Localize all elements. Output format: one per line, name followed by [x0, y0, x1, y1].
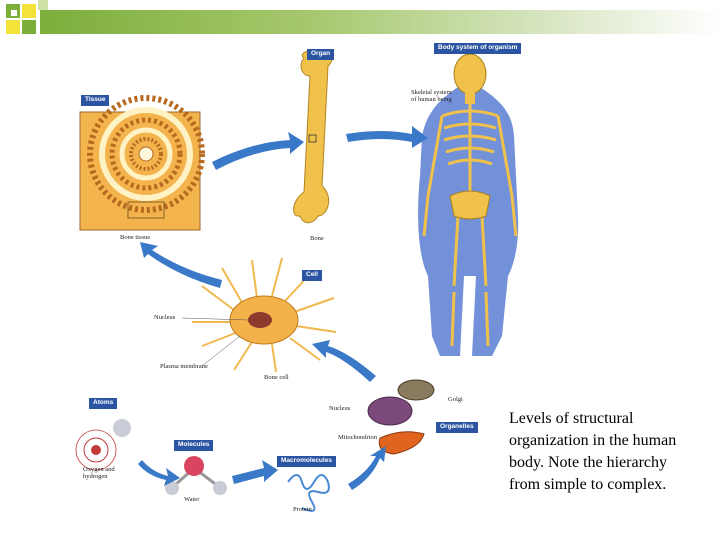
label-body-system: Body system of organism [434, 43, 522, 54]
arrow-organelles-to-cell [312, 340, 376, 382]
label-macromolecules: Macromolecules [277, 456, 336, 467]
caption-skeletal-system: Skeletal system of human being [411, 89, 452, 104]
arrow-cell-to-tissue [140, 242, 222, 288]
protein-image [287, 474, 330, 512]
caption-mitochondrion: Mitochondrion [338, 434, 377, 441]
caption-oxygen-line1: Oxygen and [83, 466, 115, 473]
atoms-image [75, 419, 131, 471]
bone-cell-image [181, 257, 337, 373]
decor-square-green-2 [22, 20, 36, 34]
caption-bone-tissue: Bone tissue [120, 234, 151, 241]
caption-nucleus-organelle: Nucleus [329, 405, 351, 412]
caption-water: Water [184, 496, 200, 503]
caption-nucleus-cell: Nucleus [154, 314, 176, 321]
organization-figure: Organ Body system of organism Tissue Cel… [72, 36, 532, 526]
arrow-molecules-to-macromolecules [232, 460, 278, 484]
arrow-macromolecules-to-organelles [348, 446, 386, 490]
label-organelles: Organelles [436, 422, 478, 433]
decor-square-yellow-2 [6, 20, 20, 34]
label-organ: Organ [307, 49, 335, 60]
water-molecule-image [165, 456, 227, 495]
arrow-atoms-to-molecules [138, 460, 180, 486]
arrow-organ-to-body-system [346, 126, 428, 148]
caption-protein: Protein [293, 506, 312, 513]
bone-image [293, 49, 333, 224]
decor-square-white [11, 10, 17, 16]
hierarchy-arrows [138, 126, 428, 490]
label-tissue: Tissue [81, 95, 110, 106]
human-skeleton-image [418, 53, 519, 356]
caption-plasma-membrane: Plasma membrane [160, 363, 208, 370]
caption-oxygen-hydrogen: Oxygen and hydrogen [83, 466, 115, 481]
label-molecules: Molecules [174, 440, 214, 451]
caption-oxygen-line2: hydrogen [83, 473, 108, 481]
slide-caption: Levels of structural organization in the… [509, 410, 677, 493]
label-atoms: Atoms [89, 398, 118, 409]
arrow-tissue-to-organ [212, 132, 304, 170]
decor-square-yellow [22, 4, 36, 18]
organelles-image [367, 379, 435, 455]
caption-skeletal-line1: Skeletal system [411, 89, 452, 96]
caption-bone-cell: Bone cell [264, 374, 289, 381]
bone-tissue-image [79, 95, 205, 231]
caption-bone: Bone [310, 235, 324, 242]
label-cell: Cell [302, 270, 322, 281]
figure-artwork [75, 49, 519, 512]
title-bar-gradient [40, 10, 720, 34]
decor-square-light [38, 0, 48, 10]
caption-golgi: Golgi [448, 396, 463, 403]
caption-skeletal-line2: of human being [411, 96, 452, 104]
